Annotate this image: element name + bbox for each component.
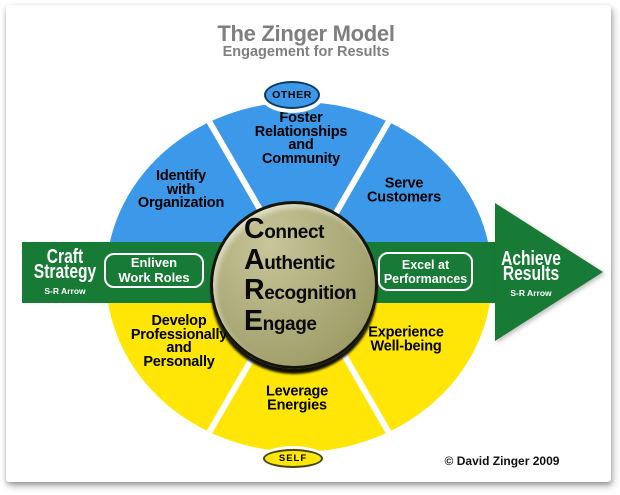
copyright-text: © David Zinger 2009 <box>444 454 560 468</box>
care-line-engage: Engage <box>244 304 317 337</box>
sr-arrowhead <box>495 203 603 341</box>
segment-label-experience-well-being: Experience Well-being <box>368 324 444 354</box>
care-line-recognition: Recognition <box>244 274 357 306</box>
excel-at-performances-box: Excel at Performances <box>378 252 473 291</box>
achieve-results-label: Achieve Results <box>501 248 561 285</box>
care-line-connect: Connect <box>244 213 325 245</box>
enliven-work-roles-box: Enliven Work Roles <box>104 253 204 288</box>
sr-arrow-caption-right: S-R Arrow <box>510 288 552 298</box>
page-subtitle: Engagement for Results <box>222 44 390 60</box>
segment-label-leverage-energies: Leverage Energies <box>265 383 329 413</box>
other-badge: OTHER <box>264 81 320 109</box>
self-badge: SELF <box>263 449 323 468</box>
care-circle: Connect Authentic Recognition Engage <box>210 201 378 369</box>
sr-arrow-caption-left: S-R Arrow <box>44 286 86 296</box>
care-acronym-text: Connect Authentic Recognition Engage <box>244 213 357 338</box>
segment-label-identify-with-organization: Identify with Organization <box>137 167 225 211</box>
segment-label-develop-professionally-personally: Develop Professionally and Personally <box>130 313 228 370</box>
segment-label-serve-customers: Serve Customers <box>367 175 441 205</box>
craft-strategy-label: Craft Strategy <box>33 246 97 283</box>
care-line-authentic: Authentic <box>244 243 335 276</box>
segment-label-foster-relationships-community: Foster Relationships and Community <box>254 110 348 167</box>
page-title: The Zinger Model <box>217 21 395 46</box>
